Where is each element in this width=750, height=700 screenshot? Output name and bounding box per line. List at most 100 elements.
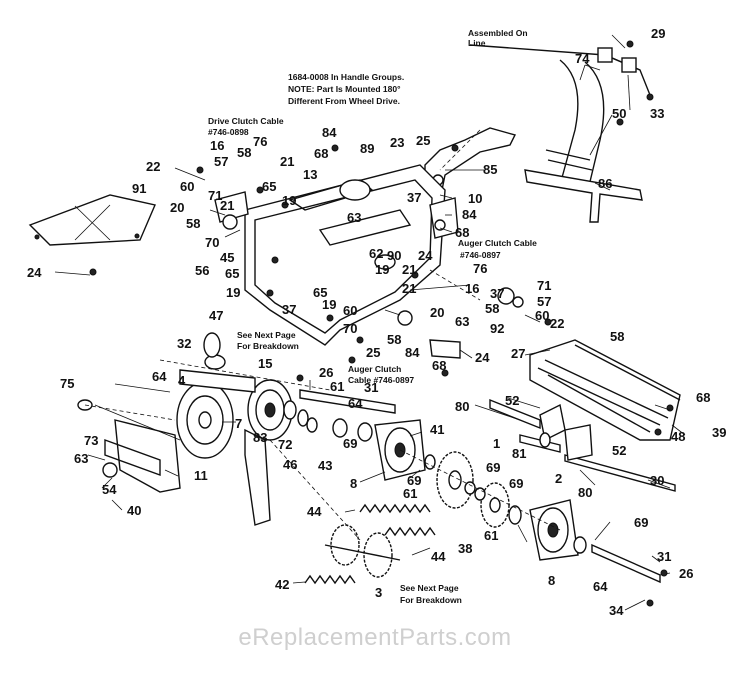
callout-number: 58 — [387, 332, 401, 347]
callout-number: 83 — [253, 430, 267, 445]
callout-number: 39 — [712, 425, 726, 440]
callout-number: 90 — [387, 248, 401, 263]
callout-number: 37 — [407, 190, 421, 205]
callout-number: 57 — [214, 154, 228, 169]
callout-number: 26 — [679, 566, 693, 581]
callout-number: 46 — [283, 457, 297, 472]
callout-number: 73 — [84, 433, 98, 448]
callout-number: 63 — [455, 314, 469, 329]
spring-lower-left — [304, 574, 356, 585]
callout-number: 63 — [74, 451, 88, 466]
drive-shaft — [179, 354, 256, 393]
gear-assembly-bottom — [324, 524, 401, 578]
axle-right — [591, 543, 661, 584]
callout-number: 41 — [430, 422, 444, 437]
note-line: Different From Wheel Drive. — [288, 96, 400, 106]
note-line: 1684-0008 In Handle Groups. — [288, 72, 404, 82]
callout-number: 29 — [651, 26, 665, 41]
callout-number: 68 — [432, 358, 446, 373]
callout-number: 26 — [319, 365, 333, 380]
hardware-bolts — [89, 40, 668, 607]
main-housing-frame — [244, 164, 446, 346]
callout-number: 48 — [671, 429, 685, 444]
callout-number: 22 — [550, 316, 564, 331]
wheel-hub-right — [529, 499, 579, 561]
callout-number: 37 — [282, 302, 296, 317]
callout-leaders — [54, 34, 686, 611]
callout-number: 69 — [407, 473, 421, 488]
callout-number: 21 — [402, 262, 416, 277]
callout-number: 30 — [650, 473, 664, 488]
note-auger-clutch-cable-right: Auger Clutch Cable #746-0897 — [458, 238, 537, 260]
note-line: Auger Clutch Cable — [458, 238, 537, 248]
note-auger-clutch-cable-center: Auger Clutch Cable #746-0897 — [348, 364, 414, 385]
callout-number: 65 — [262, 179, 276, 194]
belt-cover — [28, 194, 156, 246]
sprocket-large — [436, 451, 474, 509]
callout-number: 24 — [418, 248, 433, 263]
callout-number: 31 — [364, 380, 378, 395]
callout-number: 19 — [282, 193, 296, 208]
callout-number: 69 — [343, 436, 357, 451]
callout-number: 33 — [650, 106, 664, 121]
auger-housing — [529, 339, 681, 441]
note-assembled-on-line: Assembled On Line — [468, 28, 528, 48]
callout-number: 64 — [348, 396, 363, 411]
callout-number: 75 — [60, 376, 74, 391]
callout-number: 44 — [431, 549, 446, 564]
callout-number: 4 — [178, 373, 186, 388]
left-frame-bracket — [94, 404, 181, 493]
callout-number: 91 — [132, 181, 146, 196]
callout-number: 43 — [318, 458, 332, 473]
chain-guide — [244, 428, 271, 526]
callout-number: 69 — [509, 476, 523, 491]
callout-number: 45 — [220, 250, 234, 265]
watermark: eReplacementParts.com — [238, 624, 511, 651]
callout-number: 86 — [598, 176, 612, 191]
note-line: See Next Page — [237, 330, 296, 340]
note-see-next-page-top: See Next Page For Breakdown — [237, 330, 299, 351]
callout-number: 76 — [473, 261, 487, 276]
callout-number: 61 — [330, 379, 344, 394]
callout-number: 65 — [313, 285, 327, 300]
callout-number: 54 — [102, 482, 117, 497]
callout-number: 68 — [455, 225, 469, 240]
friction-wheel — [176, 381, 234, 459]
spring-lower-right — [384, 526, 436, 537]
note-line: For Breakdown — [400, 595, 462, 605]
callout-number: 69 — [634, 515, 648, 530]
callout-number: 42 — [275, 577, 289, 592]
callout-number: 76 — [253, 134, 267, 149]
callout-number: 72 — [278, 437, 292, 452]
callout-number: 1 — [493, 436, 500, 451]
callout-number: 32 — [177, 336, 191, 351]
callout-number: 58 — [237, 145, 251, 160]
handle-bar-assembly — [469, 44, 651, 191]
callout-number: 37 — [490, 286, 504, 301]
note-line: Cable #746-0897 — [348, 375, 414, 385]
note-see-next-page-bottom: See Next Page For Breakdown — [400, 583, 462, 605]
callout-number: 19 — [375, 262, 389, 277]
callout-number: 58 — [186, 216, 200, 231]
callout-number: 21 — [220, 198, 234, 213]
handle-bracket — [524, 169, 643, 223]
callout-numbers: 29 74 33 50 86 85 10 84 68 84 68 89 23 2… — [27, 26, 726, 618]
callout-number: 60 — [535, 308, 549, 323]
callout-number: 68 — [696, 390, 710, 405]
callout-number: 8 — [350, 476, 357, 491]
callout-number: 70 — [205, 235, 219, 250]
callout-number: 71 — [537, 278, 551, 293]
callout-number: 50 — [612, 106, 626, 121]
callout-number: 22 — [146, 159, 160, 174]
assembly-lines — [84, 129, 561, 541]
callout-number: 84 — [322, 125, 337, 140]
callout-number: 85 — [483, 162, 497, 177]
callout-number: 7 — [235, 416, 242, 431]
callout-number: 81 — [512, 446, 526, 461]
axle-center — [299, 389, 396, 414]
callout-number: 15 — [258, 356, 272, 371]
callout-number: 84 — [405, 345, 420, 360]
callout-number: 65 — [225, 266, 239, 281]
callout-number: 23 — [390, 135, 404, 150]
callout-number: 21 — [280, 154, 294, 169]
